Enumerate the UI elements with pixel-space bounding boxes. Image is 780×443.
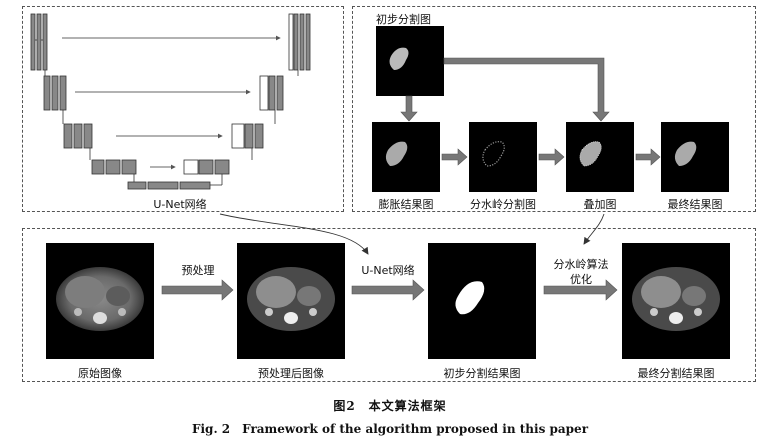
unet-diagram-region [22, 6, 344, 212]
final-result-label: 最终分割结果图 [637, 367, 715, 380]
overlay-label: 叠加图 [583, 198, 617, 211]
watershed-optimization-region [352, 6, 756, 212]
optimize-arrow-label-line1: 分水岭算法 [553, 258, 609, 271]
unet-arrow-label: U-Net网络 [361, 264, 415, 277]
watershed-connector-arrow [583, 213, 605, 245]
final-label: 最终结果图 [667, 198, 723, 211]
final-result-image [622, 243, 730, 359]
unet-connector-arrow [219, 213, 369, 255]
preprocessed-image-label: 预处理后图像 [258, 367, 324, 380]
unet-schematic [30, 13, 311, 190]
dilation-label: 膨胀结果图 [378, 198, 434, 211]
caption-cn: 图2 本文算法框架 [333, 399, 447, 413]
original-image [46, 243, 154, 359]
watershed-images [372, 26, 729, 192]
watershed-arrows [400, 57, 661, 166]
initial-result-label: 初步分割结果图 [443, 367, 521, 380]
preprocessed-image [237, 243, 345, 359]
original-image-label: 原始图像 [78, 367, 122, 380]
preprocess-arrow-label: 预处理 [181, 264, 215, 277]
caption-en: Fig. 2 Framework of the algorithm propos… [191, 422, 589, 436]
watershed-label: 分水岭分割图 [470, 198, 536, 211]
unet-label: U-Net网络 [153, 198, 207, 211]
initial-seg-label: 初步分割图 [376, 13, 431, 26]
pipeline-region [22, 228, 756, 382]
pipeline-arrows [161, 279, 618, 301]
optimize-arrow-label-line2: 优化 [570, 273, 592, 286]
initial-result-image [428, 243, 536, 359]
